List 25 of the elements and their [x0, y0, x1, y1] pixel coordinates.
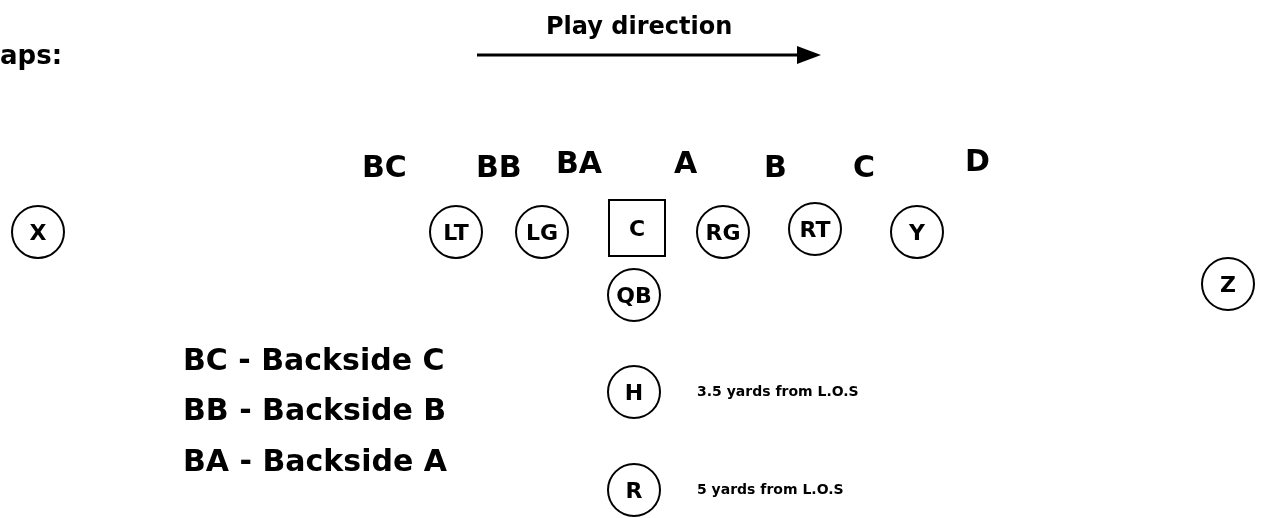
gap-label: A	[674, 148, 698, 178]
player-circle: R	[607, 463, 661, 517]
player-circle: RG	[696, 205, 750, 259]
gap-label: D	[965, 146, 990, 176]
player-circle: RT	[788, 202, 842, 256]
player-circle: LT	[429, 205, 483, 259]
player-circle: LG	[515, 205, 569, 259]
depth-note: 3.5 yards from L.O.S	[697, 384, 859, 398]
player-square: C	[608, 199, 666, 257]
gap-label: B	[764, 152, 787, 182]
direction-label: Play direction	[546, 14, 733, 38]
gap-label: BA	[556, 148, 603, 178]
depth-note: 5 yards from L.O.S	[697, 482, 844, 496]
player-circle: Z	[1201, 257, 1255, 311]
key-text: BB - Backside B	[183, 395, 447, 425]
gap-label: C	[853, 152, 876, 182]
player-circle: H	[607, 365, 661, 419]
key-text: BC - Backside C	[183, 345, 445, 375]
player-circle: QB	[607, 268, 661, 322]
gap-label: BB	[476, 152, 522, 182]
key-text: BA - Backside A	[183, 446, 447, 476]
player-circle: Y	[890, 205, 944, 259]
player-circle: X	[11, 205, 65, 259]
heading: aps:	[0, 42, 63, 68]
gap-label: BC	[362, 152, 407, 182]
